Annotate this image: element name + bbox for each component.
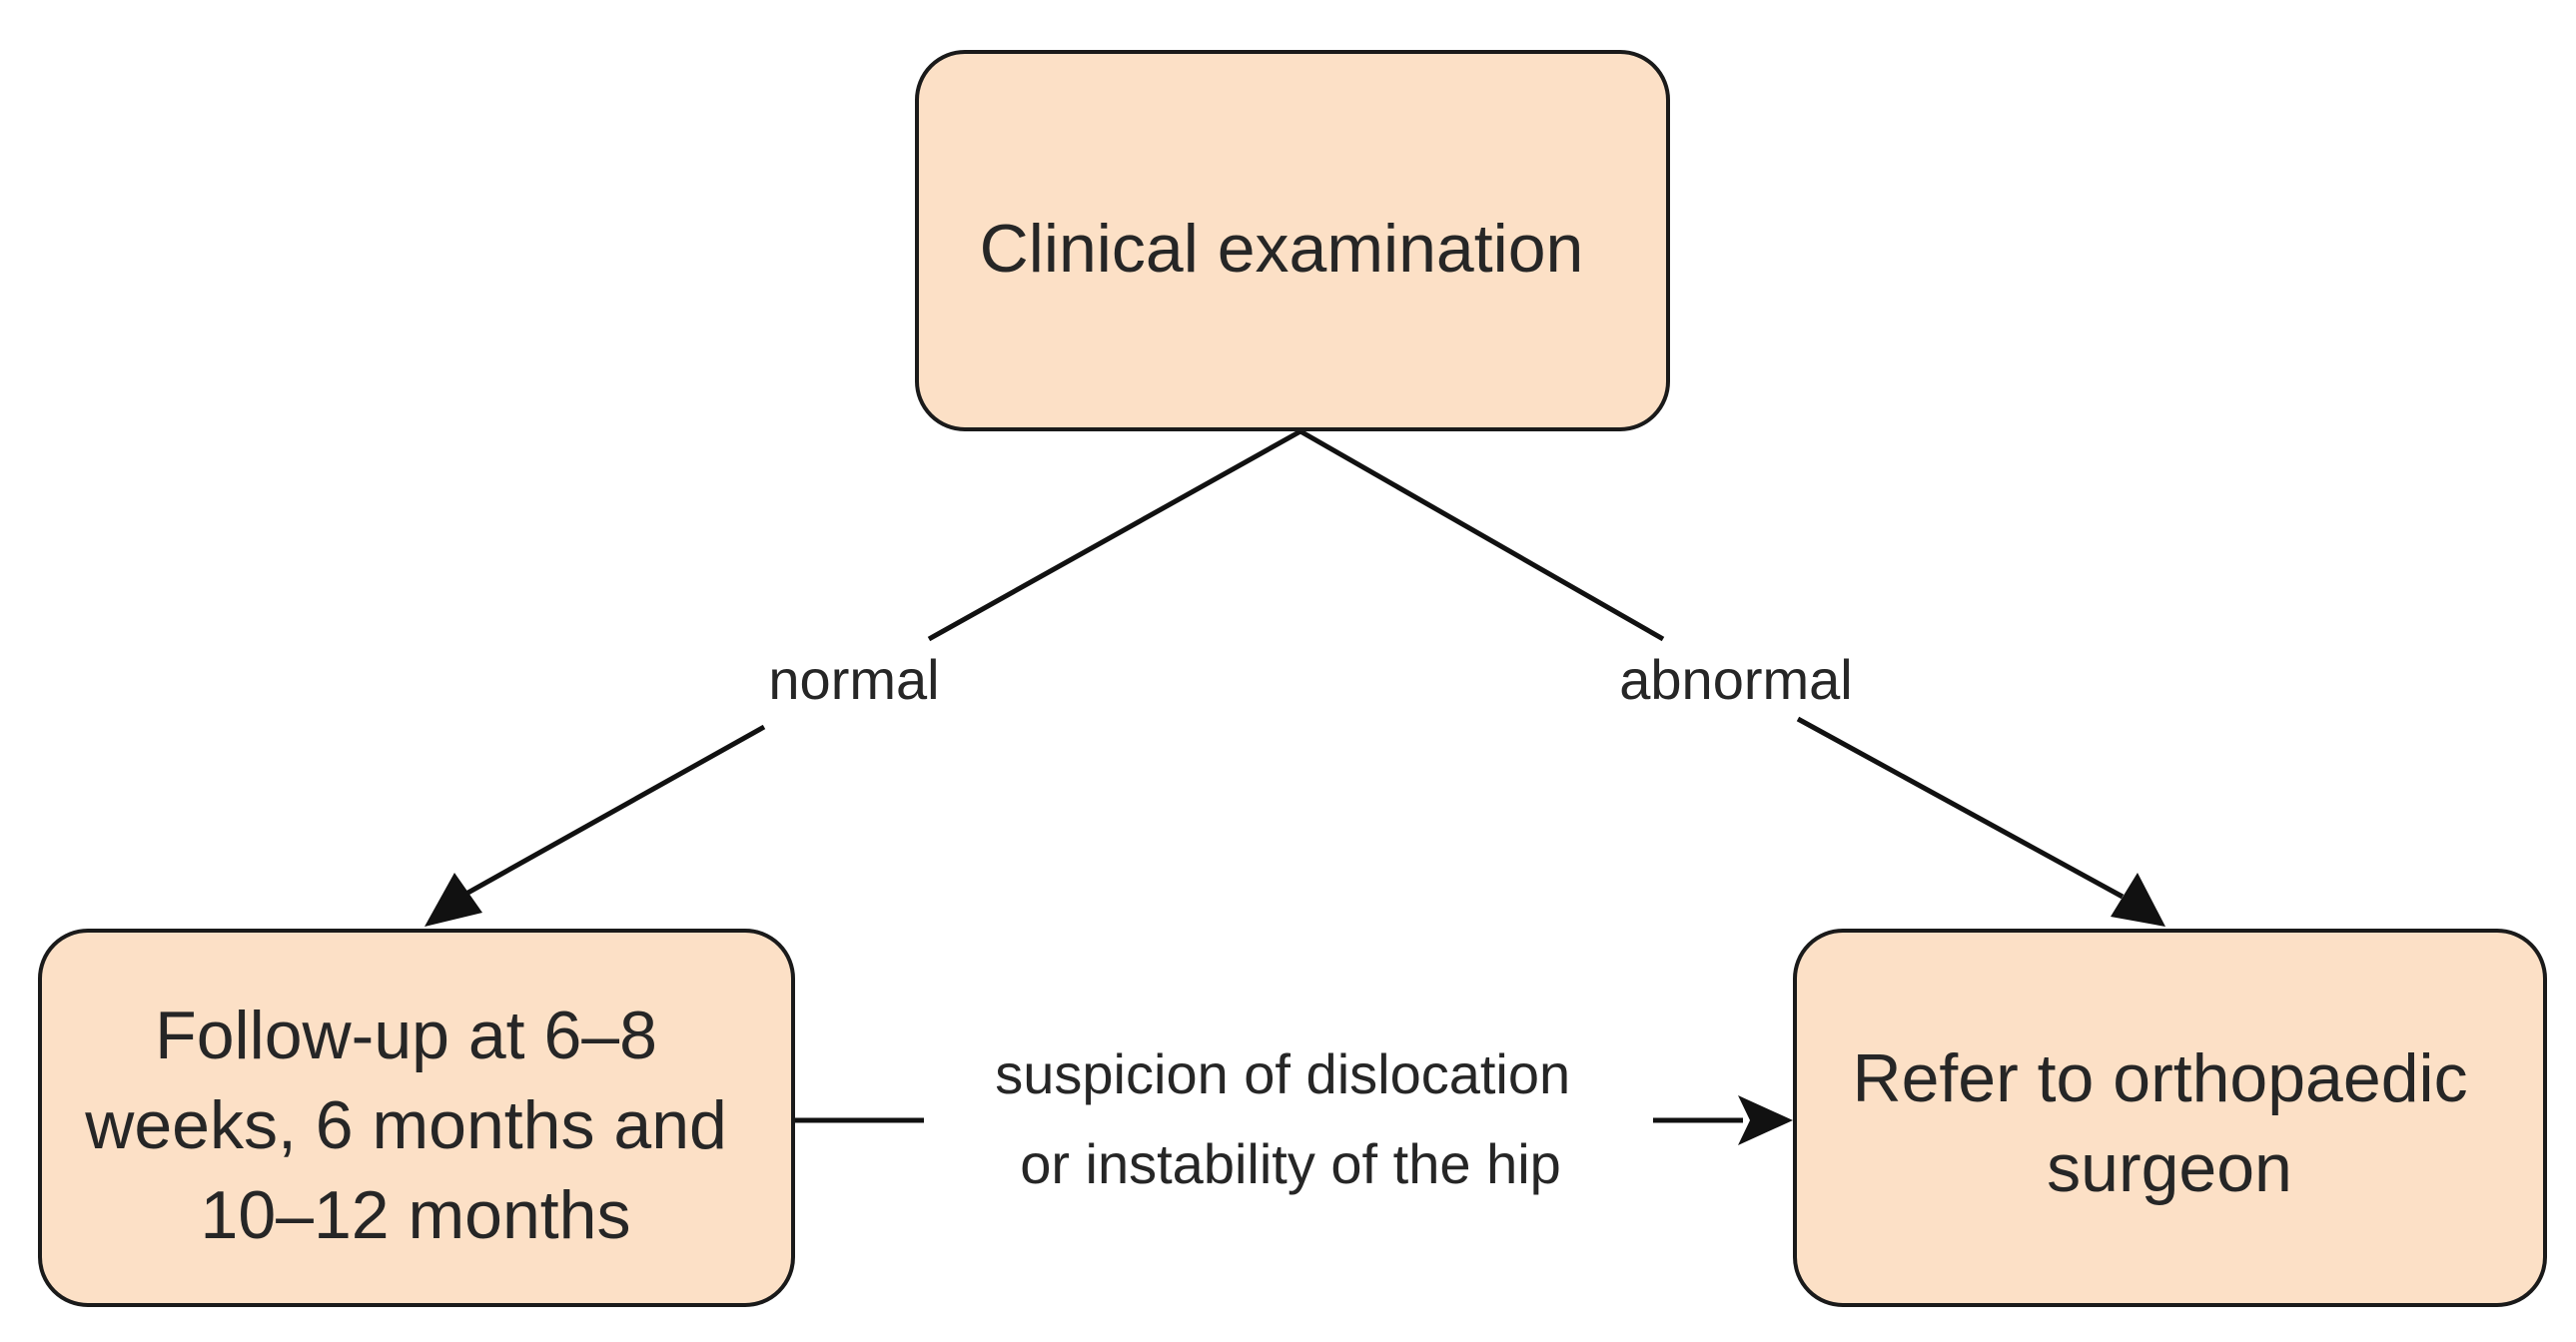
node-follow-up-line-1: Follow-up at 6–8 bbox=[155, 998, 657, 1073]
edge-normal-line-upper bbox=[927, 428, 1302, 642]
edge-normal-label: normal bbox=[768, 648, 939, 711]
edge-suspicion: suspicion of dislocation or instability … bbox=[793, 1042, 1793, 1195]
edge-normal-arrowhead bbox=[425, 873, 482, 927]
edge-abnormal-line-upper bbox=[1298, 428, 1665, 642]
edge-abnormal-label-line-1: abnormal bbox=[1619, 648, 1852, 711]
edge-normal: normal bbox=[425, 428, 1302, 927]
edge-suspicion-label: suspicion of dislocation or instability … bbox=[995, 1042, 1585, 1195]
node-follow-up-label: Follow-up at 6–8 weeks, 6 months and 10–… bbox=[84, 998, 746, 1253]
node-refer-orthopaedic-line-2: surgeon bbox=[2047, 1130, 2292, 1206]
node-follow-up-box bbox=[38, 929, 795, 1307]
edge-abnormal: abnormal bbox=[1298, 428, 2165, 927]
edge-abnormal-line-lower bbox=[1796, 716, 2125, 900]
node-refer-orthopaedic-box bbox=[1793, 929, 2547, 1307]
node-clinical-examination: Clinical examination bbox=[915, 50, 1670, 431]
edge-normal-label-line-1: normal bbox=[768, 648, 939, 711]
edge-abnormal-arrowhead bbox=[2111, 873, 2165, 927]
node-refer-orthopaedic-label: Refer to orthopaedic surgeon bbox=[1852, 1040, 2486, 1206]
node-refer-orthopaedic-line-1: Refer to orthopaedic bbox=[1852, 1040, 2467, 1116]
node-clinical-examination-box bbox=[915, 50, 1670, 431]
node-follow-up-line-3: 10–12 months bbox=[201, 1177, 631, 1253]
edge-suspicion-label-line-1: suspicion of dislocation bbox=[995, 1042, 1570, 1105]
edge-normal-line-lower bbox=[462, 724, 766, 898]
edge-abnormal-label: abnormal bbox=[1619, 648, 1852, 711]
edge-suspicion-arrowhead bbox=[1738, 1095, 1793, 1145]
node-clinical-examination-label: Clinical examination bbox=[980, 211, 1584, 287]
node-follow-up-line-2: weeks, 6 months and bbox=[84, 1087, 727, 1163]
node-refer-orthopaedic: Refer to orthopaedic surgeon bbox=[1793, 929, 2547, 1307]
edge-suspicion-label-line-2: or instability of the hip bbox=[1020, 1132, 1561, 1195]
node-follow-up: Follow-up at 6–8 weeks, 6 months and 10–… bbox=[38, 929, 795, 1307]
node-clinical-examination-line-1: Clinical examination bbox=[980, 211, 1584, 287]
